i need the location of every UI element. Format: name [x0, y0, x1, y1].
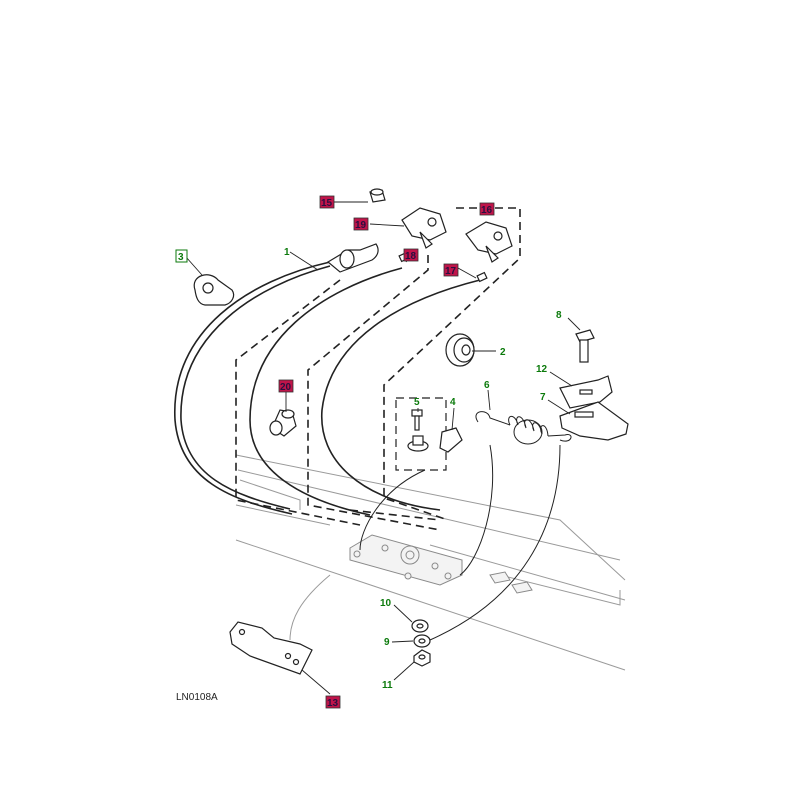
callout-19: 18	[403, 248, 419, 262]
svg-text:20: 20	[280, 382, 292, 393]
svg-text:2: 2	[500, 347, 506, 358]
callout-10: 10	[380, 598, 392, 609]
svg-text:9: 9	[384, 637, 390, 648]
callout-1: 1	[284, 247, 290, 258]
cable-1	[174, 261, 331, 515]
callout-6: 6	[484, 380, 490, 391]
grommet-part-15	[369, 188, 386, 203]
clip-part-4	[439, 427, 463, 453]
vehicle-body-outline	[235, 454, 626, 671]
callout-17: 17	[443, 263, 459, 277]
callout-8: 8	[556, 310, 562, 321]
cable-end-fitting	[326, 243, 379, 273]
latch-bracket-part-16	[465, 221, 513, 263]
svg-text:18: 18	[405, 251, 417, 262]
callout-20: 20	[278, 379, 294, 393]
return-rods	[359, 444, 561, 641]
cable-17	[321, 279, 481, 511]
svg-text:6: 6	[484, 380, 490, 391]
callout-2: 2	[500, 347, 506, 358]
callout-7: 7	[540, 392, 546, 403]
spring-part-6	[475, 411, 572, 445]
callout-9: 9	[384, 637, 390, 648]
callout-3: 3	[175, 249, 188, 263]
callout-4: 4	[450, 397, 456, 408]
clip-part-3	[193, 274, 235, 306]
callout-12: 12	[536, 364, 548, 375]
bracket-part-7	[559, 401, 629, 441]
pulley-part-2	[445, 333, 475, 367]
svg-text:17: 17	[445, 266, 457, 277]
plate-part-13	[229, 621, 313, 675]
callout-5: 5	[414, 397, 420, 408]
svg-text:16: 16	[481, 205, 493, 216]
bush-part-20	[269, 409, 297, 437]
svg-text:15: 15	[321, 198, 333, 209]
bracket-part-12	[559, 375, 613, 409]
callout-11: 11	[382, 680, 393, 691]
routing-dashes	[235, 207, 521, 531]
leader-lines	[185, 201, 581, 695]
latch-mechanism	[349, 534, 463, 586]
svg-text:7: 7	[540, 392, 546, 403]
callout-13: 13	[325, 695, 341, 709]
svg-text:19: 19	[355, 220, 367, 231]
svg-text:1: 1	[284, 247, 290, 258]
svg-text:10: 10	[380, 598, 392, 609]
callout-15: 15	[319, 195, 335, 209]
nut-part-11	[413, 649, 431, 667]
washer-part-10	[411, 619, 429, 633]
svg-text:5: 5	[414, 397, 420, 408]
svg-text:12: 12	[536, 364, 548, 375]
svg-text:3: 3	[178, 252, 184, 263]
svg-text:13: 13	[327, 698, 339, 709]
callout-18: 19	[353, 217, 369, 231]
svg-text:4: 4	[450, 397, 456, 408]
svg-text:11: 11	[382, 680, 393, 691]
svg-text:8: 8	[556, 310, 562, 321]
cable-19	[249, 267, 403, 516]
bolt-part-8	[575, 329, 595, 363]
callout-labels: 3 1 15 19 16 18 17 20 2	[175, 195, 562, 709]
fixing-kit-box	[395, 397, 447, 471]
latch-bracket-part-18	[401, 207, 447, 249]
callout-16: 16	[479, 202, 495, 216]
diagram-code: LN0108A	[176, 692, 218, 703]
washer-part-9	[413, 634, 431, 648]
